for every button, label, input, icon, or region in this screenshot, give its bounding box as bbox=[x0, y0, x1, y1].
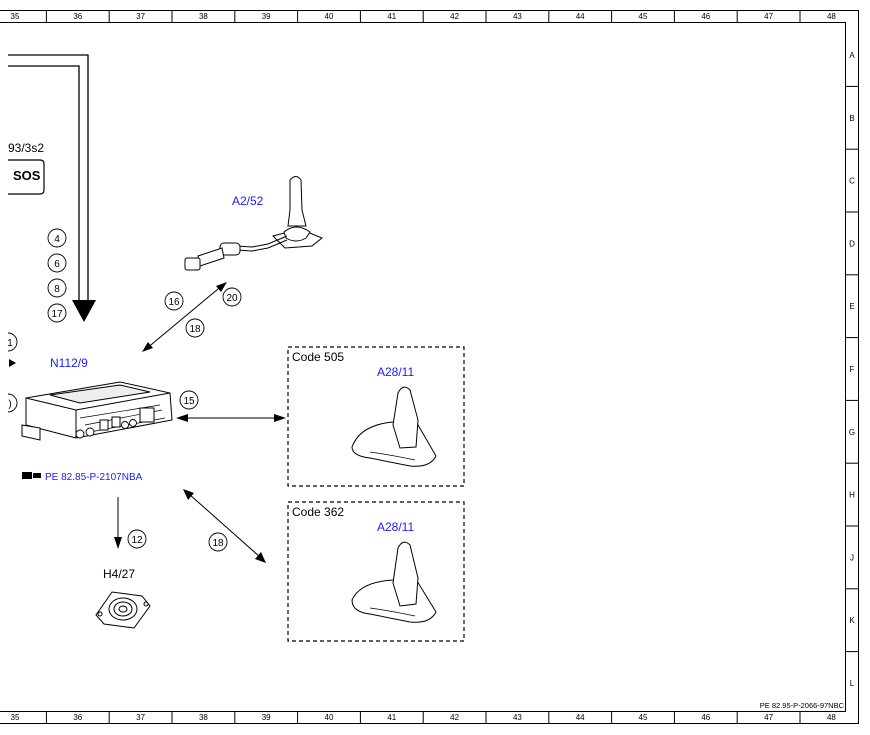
column-number-bottom: 41 bbox=[387, 713, 396, 722]
column-number-bottom: 38 bbox=[199, 713, 208, 722]
pin-18-top: 18 bbox=[189, 324, 201, 335]
document-reference: PE 82.95-P-2066-97NBC bbox=[760, 701, 845, 710]
row-ruler bbox=[845, 85, 859, 653]
pin-4: 4 bbox=[54, 234, 60, 245]
column-number-top: 42 bbox=[450, 12, 459, 21]
rod-antenna-icon bbox=[184, 176, 323, 271]
column-number-bottom: 37 bbox=[136, 713, 145, 722]
row-letter: A bbox=[849, 51, 855, 60]
row-letter: K bbox=[849, 616, 855, 625]
pin-18-bottom: 18 bbox=[212, 538, 224, 549]
column-number-bottom: 35 bbox=[11, 713, 20, 722]
code362-box bbox=[287, 501, 465, 642]
pin-17: 17 bbox=[51, 309, 63, 320]
pin-20: 20 bbox=[226, 293, 238, 304]
column-number-top: 47 bbox=[764, 12, 773, 21]
code505-label: Code 505 bbox=[292, 350, 344, 364]
partial-circle-2-text: ) bbox=[8, 399, 11, 410]
row-letter: D bbox=[849, 239, 855, 248]
sos-button-outline bbox=[8, 159, 45, 195]
partial-arrow bbox=[9, 359, 16, 367]
column-number-bottom: 43 bbox=[513, 713, 522, 722]
row-letter: F bbox=[850, 365, 855, 374]
partial-switch-label: 93/3s2 bbox=[8, 141, 44, 155]
row-letter: G bbox=[849, 428, 855, 437]
code362-label: Code 362 bbox=[292, 505, 344, 519]
partial-circle-2 bbox=[7, 393, 18, 413]
column-number-bottom: 42 bbox=[450, 713, 459, 722]
pin-circles bbox=[47, 228, 67, 323]
column-number-bottom: 45 bbox=[639, 713, 648, 722]
link-arrow-code362 bbox=[188, 493, 261, 558]
column-number-top: 38 bbox=[199, 12, 208, 21]
pin-6: 6 bbox=[54, 259, 60, 270]
column-number-bottom: 40 bbox=[325, 713, 334, 722]
control-unit-connectors bbox=[75, 419, 137, 439]
column-number-top: 35 bbox=[11, 12, 20, 21]
antenna-label: A2/52 bbox=[232, 194, 264, 208]
row-letter: L bbox=[850, 679, 855, 688]
row-letter: B bbox=[849, 114, 854, 123]
sos-button-text: SOS bbox=[13, 168, 41, 183]
shark-fin-antenna-icon-362 bbox=[351, 541, 437, 623]
speaker-icon bbox=[95, 591, 151, 629]
code505-box bbox=[287, 346, 465, 487]
shark-fin-antenna-icon-505 bbox=[351, 386, 437, 467]
partial-circle-1 bbox=[7, 332, 18, 352]
pin-18-bottom-circle bbox=[208, 532, 228, 552]
row-labels: A B C D E F G H J K L bbox=[849, 51, 855, 688]
column-number-bottom: 47 bbox=[764, 713, 773, 722]
pin-12: 12 bbox=[131, 535, 143, 546]
column-number-top: 41 bbox=[387, 12, 396, 21]
frame bbox=[0, 10, 859, 724]
pin-16: 16 bbox=[168, 297, 180, 308]
code505-part-label: A28/11 bbox=[377, 365, 414, 379]
link-arrow-antenna bbox=[145, 283, 225, 350]
pin-12-circle bbox=[127, 529, 147, 549]
column-number-top: 36 bbox=[73, 12, 82, 21]
link-circles-top bbox=[164, 287, 242, 338]
column-number-top: 40 bbox=[325, 12, 334, 21]
arrowhead-down-362 bbox=[255, 552, 266, 563]
book-icon bbox=[22, 472, 41, 479]
arrowhead-left-505 bbox=[176, 414, 188, 422]
column-number-top: 43 bbox=[513, 12, 522, 21]
column-number-bottom: 44 bbox=[576, 713, 585, 722]
column-labels: 3535363637373838393940404141424243434444… bbox=[11, 12, 837, 722]
row-letter: C bbox=[849, 177, 855, 186]
column-number-bottom: 39 bbox=[262, 713, 271, 722]
arrowhead-down bbox=[142, 342, 153, 352]
column-ruler bbox=[45, 10, 801, 724]
control-unit-icon bbox=[21, 381, 173, 441]
column-number-bottom: 48 bbox=[827, 713, 836, 722]
bus-lines bbox=[8, 54, 89, 302]
column-number-top: 48 bbox=[827, 12, 836, 21]
column-number-bottom: 46 bbox=[701, 713, 710, 722]
arrowhead-right-505 bbox=[274, 414, 286, 422]
row-letter: H bbox=[849, 491, 855, 500]
pe-reference-link[interactable]: PE 82.85-P-2107NBA bbox=[45, 472, 143, 483]
column-number-top: 46 bbox=[701, 12, 710, 21]
column-number-bottom: 36 bbox=[73, 713, 82, 722]
partial-circle-1-text: 1 bbox=[7, 338, 13, 349]
pin-15-circle bbox=[179, 390, 199, 410]
column-number-top: 45 bbox=[639, 12, 648, 21]
arrowhead-up bbox=[216, 282, 227, 292]
speaker-label: H4/27 bbox=[103, 567, 135, 581]
column-number-top: 44 bbox=[576, 12, 585, 21]
control-unit-label: N112/9 bbox=[50, 356, 88, 370]
row-letter: J bbox=[850, 553, 854, 562]
code362-part-label: A28/11 bbox=[377, 520, 414, 534]
pin-15: 15 bbox=[183, 396, 195, 407]
arrowhead-up-362 bbox=[183, 489, 194, 500]
pin-8: 8 bbox=[54, 284, 60, 295]
bus-arrowhead bbox=[72, 300, 96, 322]
column-number-top: 39 bbox=[262, 12, 271, 21]
arrowhead-speaker bbox=[114, 537, 122, 549]
column-number-top: 37 bbox=[136, 12, 145, 21]
row-letter: E bbox=[849, 302, 854, 311]
